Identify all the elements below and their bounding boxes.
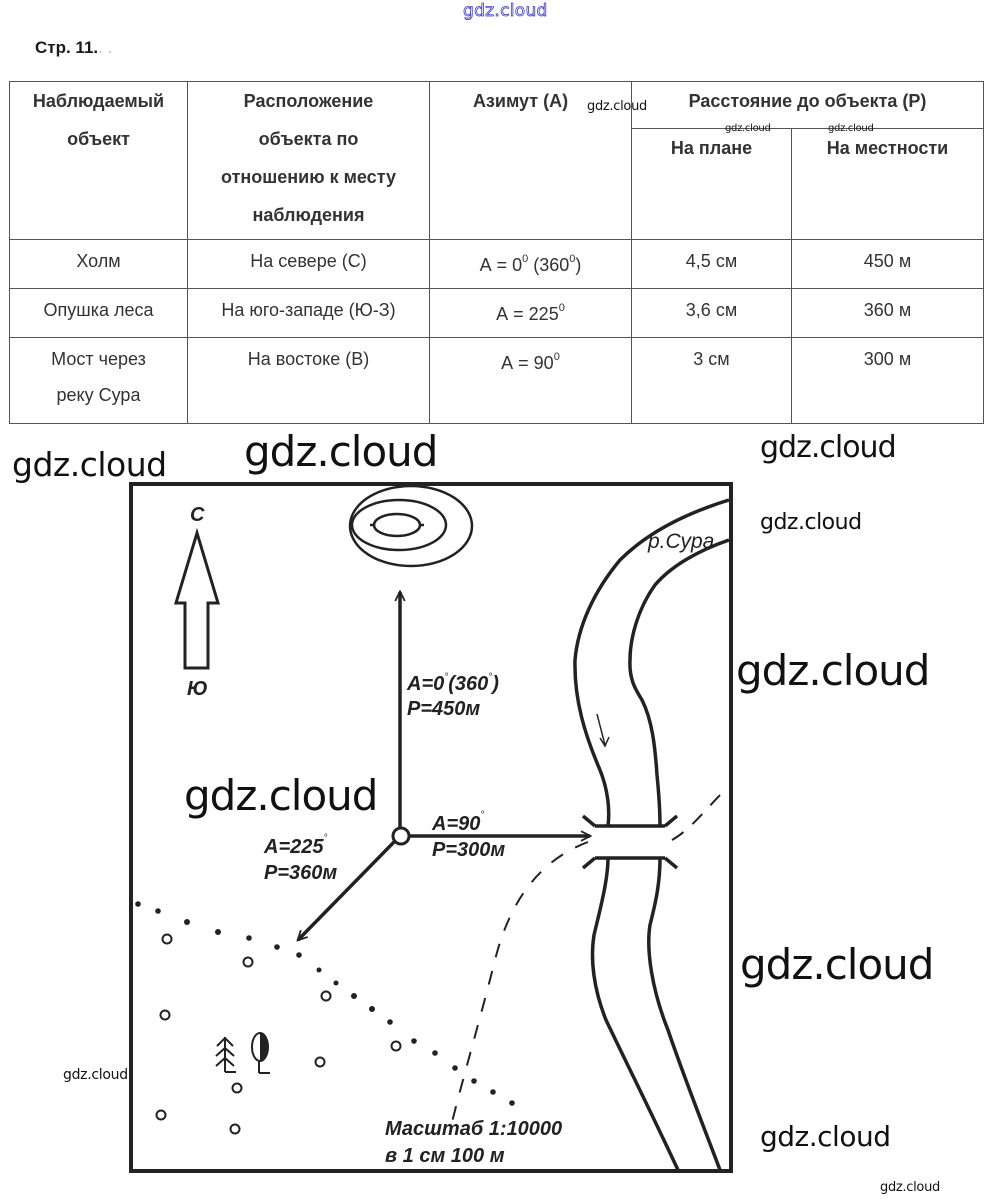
forest-azimuth-label: А=225° [263, 833, 328, 858]
table-row: Опушка леса На юго-западе (Ю-З) А = 2250… [9, 288, 984, 338]
watermark: gdz.cloud [828, 123, 874, 134]
observation-point [391, 826, 411, 846]
deciduous-tree-icon [251, 1032, 270, 1074]
header-location-line: наблюдения [252, 205, 365, 225]
azimuth-close: ) [575, 255, 582, 275]
road-dashed [449, 841, 589, 1131]
cell-azimuth: А = 900 [429, 337, 632, 424]
table-row: Холм На севере (С) А = 00 (3600) 4,5 см … [9, 239, 984, 289]
azimuth-value: А = 225 [496, 304, 559, 324]
watermark: gdz.cloud [760, 1120, 891, 1153]
azimuth-extra: (360 [528, 255, 570, 275]
river-label: р.Сура [647, 530, 714, 553]
watermark: gdz.cloud [12, 445, 167, 484]
azimuth-value: А = 0 [479, 255, 523, 275]
cell-object: Опушка леса [9, 288, 188, 338]
page-number: Стр. 11.. . [35, 38, 112, 58]
degree-mark: 0 [522, 253, 529, 265]
compass-south-label: Ю [187, 678, 208, 700]
forest-edge-dots [135, 901, 515, 1106]
cell-location: На севере (С) [187, 239, 430, 289]
compass-north-label: С [190, 504, 205, 526]
degree-mark: 0 [558, 302, 565, 314]
bridge-distance-label: Р=300м [432, 839, 505, 861]
watermark: gdz.cloud [760, 430, 897, 465]
degree-mark: 0 [569, 253, 576, 265]
bush-markers [155, 933, 402, 1135]
cell-ground: 360 м [791, 288, 984, 338]
bridge-azimuth-label: А=90° [431, 810, 484, 835]
header-on-ground: На местности [791, 128, 984, 240]
arrow-to-forest-edge [298, 840, 396, 940]
watermark: gdz.cloud [880, 1180, 940, 1195]
header-azimuth-text: Азимут (А) [472, 91, 569, 111]
header-on-ground-text: На местности [826, 138, 949, 158]
watermark: gdz.cloud [587, 99, 647, 114]
watermark: gdz.cloud [736, 646, 930, 695]
bridge-icon [581, 814, 679, 870]
cell-ground: 300 м [791, 337, 984, 424]
hill-icon [348, 484, 474, 568]
scale-label: Масштаб 1:10000 [385, 1118, 562, 1140]
header-object-line: объект [67, 129, 130, 149]
header-object: Наблюдаемый объект [9, 81, 188, 240]
cell-location: На юго-западе (Ю-З) [187, 288, 430, 338]
watermark: gdz.cloud [725, 123, 771, 134]
header-distance-text: Расстояние до объекта (Р) [688, 91, 927, 111]
cell-ground: 450 м [791, 239, 984, 289]
scale-ratio-label: в 1 см 100 м [385, 1145, 505, 1167]
road-dashed-east [671, 789, 726, 841]
conifer-tree-icon [215, 1036, 236, 1073]
header-location-line: отношению к месту [221, 167, 396, 187]
header-object-line: Наблюдаемый [32, 91, 165, 111]
header-on-plan: На плане [631, 128, 792, 240]
azimuth-value: А = 90 [501, 353, 554, 373]
table-header-row: Наблюдаемый объект Расположение объекта … [9, 81, 984, 240]
watermark: gdz.cloud [184, 771, 378, 820]
river-flow-arrowhead [599, 736, 610, 748]
cell-plan: 3,6 см [631, 288, 792, 338]
cell-object: Мост через реку Сура [9, 337, 188, 424]
degree-mark: 0 [553, 351, 560, 363]
watermark: gdz.cloud [63, 1067, 128, 1083]
cell-plan: 3 см [631, 337, 792, 424]
river-sura [573, 498, 730, 1171]
cell-location: На востоке (В) [187, 337, 430, 424]
top-watermark: gdz.cloud [463, 1, 548, 22]
page-number-dots: . . [98, 38, 113, 57]
hill-distance-label: Р=450м [407, 698, 480, 720]
header-location-line: Расположение [243, 91, 374, 111]
cell-azimuth: А = 2250 [429, 288, 632, 338]
header-on-plan-text: На плане [670, 138, 753, 158]
forest-distance-label: Р=360м [264, 862, 337, 884]
header-location-line: объекта по [258, 129, 359, 149]
cell-object: Холм [9, 239, 188, 289]
map-frame [129, 482, 733, 1173]
cell-plan: 4,5 см [631, 239, 792, 289]
north-arrow-icon [173, 527, 221, 670]
table-subheader-row: На плане На местности [10, 128, 984, 240]
page-number-text: Стр. 11. [35, 38, 99, 57]
cell-object-line: Мост через [51, 349, 146, 369]
table-row: Мост через реку Сура На востоке (В) А = … [9, 337, 984, 424]
river-flow-arrow-icon [596, 713, 606, 746]
watermark: gdz.cloud [760, 510, 862, 535]
cell-object-line: реку Сура [56, 385, 141, 405]
hill-azimuth-label: А=0°(360°) [406, 672, 499, 695]
observation-table: Наблюдаемый объект Расположение объекта … [9, 81, 984, 424]
watermark: gdz.cloud [740, 940, 934, 989]
watermark: gdz.cloud [244, 427, 438, 476]
